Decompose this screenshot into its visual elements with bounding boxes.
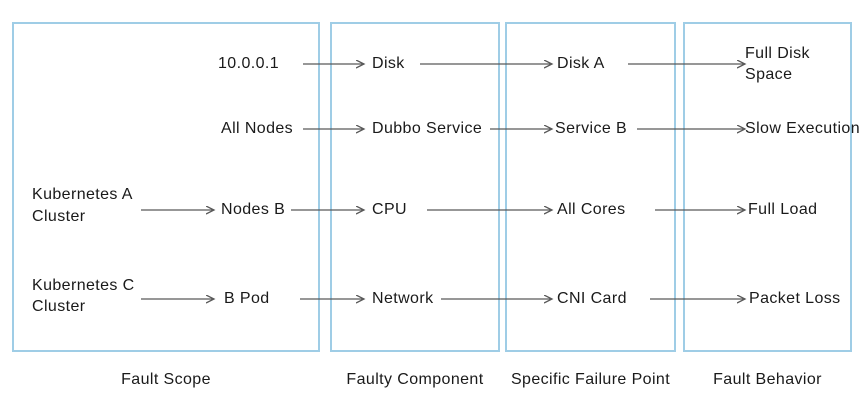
failure-point-label-row1: Disk A (557, 55, 605, 72)
column-caption-fault-scope: Fault Scope (121, 371, 211, 388)
scope-label-row4: B Pod (224, 290, 270, 307)
source-label-kubernetes-c: Kubernetes C Cluster (32, 277, 135, 315)
component-label-row1: Disk (372, 55, 405, 72)
behavior-label-row1: Full Disk Space (745, 45, 810, 83)
fault-behavior-box (683, 22, 852, 352)
failure-point-label-row2: Service B (555, 120, 628, 137)
fault-scope-box (12, 22, 320, 352)
source-label-kubernetes-a: Kubernetes A Cluster (32, 186, 132, 225)
behavior-label-row2: Slow Execution (745, 120, 860, 137)
failure-point-label-row4: CNI Card (557, 290, 627, 307)
component-label-row4: Network (372, 290, 434, 307)
column-caption-specific-failure-point: Specific Failure Point (510, 371, 671, 388)
column-caption-faulty-component: Faulty Component (346, 371, 484, 388)
behavior-label-row4: Packet Loss (749, 290, 841, 307)
column-caption-fault-behavior: Fault Behavior (713, 371, 822, 388)
component-label-row2: Dubbo Service (372, 120, 483, 137)
scope-label-row3: Nodes B (221, 201, 286, 218)
scope-label-row2: All Nodes (221, 120, 294, 137)
behavior-label-row3: Full Load (748, 201, 818, 218)
scope-label-row1: 10.0.0.1 (218, 55, 280, 72)
component-label-row3: CPU (372, 201, 407, 218)
faulty-component-box (330, 22, 500, 352)
specific-failure-point-box (505, 22, 676, 352)
failure-point-label-row3: All Cores (557, 201, 626, 218)
